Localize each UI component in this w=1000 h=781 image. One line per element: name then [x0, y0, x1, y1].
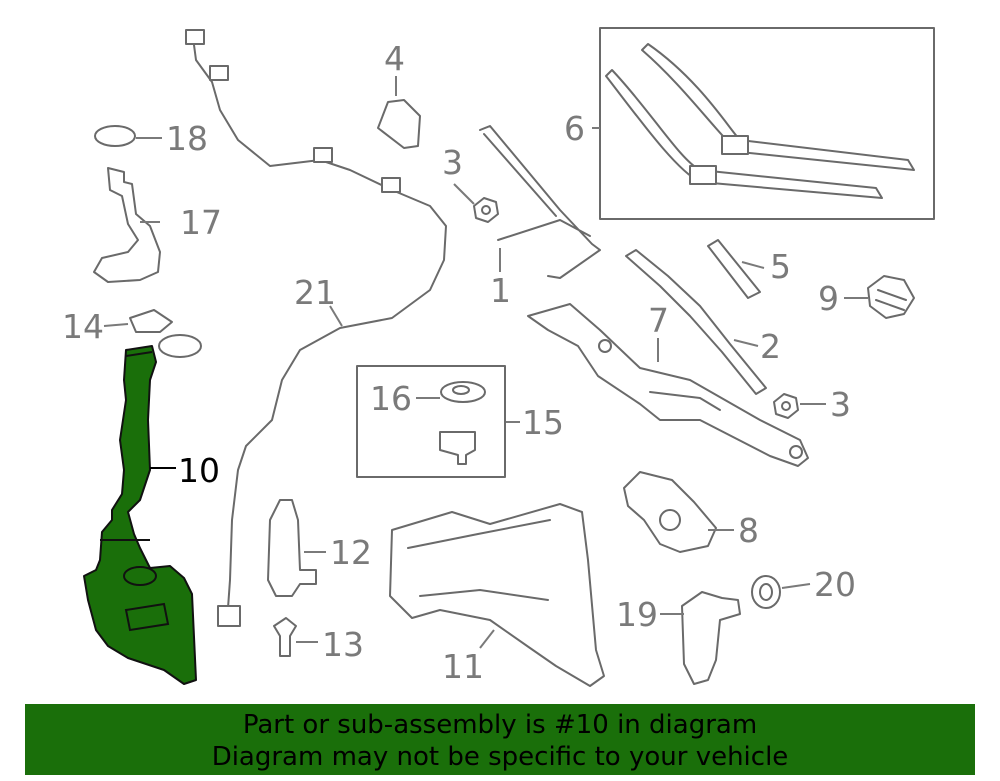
wiper-arm-part-2[interactable]: [625, 249, 767, 395]
arrow-21: [329, 305, 343, 327]
arrow-2: [733, 339, 759, 347]
callout-2: 2: [760, 327, 781, 366]
washer-reservoir-body[interactable]: [83, 345, 197, 685]
callout-15: 15: [522, 403, 564, 442]
linkage-detail: [649, 391, 721, 411]
hose-connector-3: [313, 147, 333, 163]
callout-3-lower: 3: [830, 385, 851, 424]
callout-5: 5: [770, 247, 791, 286]
arrow-5: [741, 261, 765, 269]
callout-21: 21: [294, 273, 336, 312]
nut-hole-lower: [781, 401, 791, 411]
arrow-11: [479, 629, 495, 649]
washer-reservoir-highlighted[interactable]: [83, 345, 197, 685]
hose-connector-1: [185, 29, 205, 45]
wiper-blade-short[interactable]: [605, 69, 883, 199]
parts-diagram: 4 3 1 6 5 9 7 2 3 8 20 19 11 12 13 14 17…: [62, 27, 935, 687]
wiper-blade-long[interactable]: [641, 43, 915, 171]
washer-hose-part[interactable]: [191, 29, 447, 609]
wiper-arm-edge: [483, 133, 557, 217]
pump-body[interactable]: [439, 431, 476, 465]
washer-pump-part[interactable]: [267, 499, 317, 597]
sensor-grommet-hole: [759, 583, 773, 601]
callout-17: 17: [180, 203, 222, 242]
wiper-motor-part[interactable]: [623, 471, 717, 553]
callout-12: 12: [330, 533, 372, 572]
callout-19: 19: [616, 595, 658, 634]
banner-line-2: Diagram may not be specific to your vehi…: [211, 742, 789, 772]
wiper-linkage-part[interactable]: [527, 303, 809, 467]
pump-kit-group[interactable]: [356, 365, 506, 478]
callout-labels: 4 3 1 6 5 9 7 2 3 8 20 19 11 12 13 14 17…: [62, 39, 856, 686]
callout-13: 13: [322, 625, 364, 664]
nut-part-upper[interactable]: [473, 197, 499, 223]
level-sensor-part[interactable]: [681, 591, 741, 685]
filler-cap-part[interactable]: [129, 309, 173, 333]
reservoir-pump-port: [123, 566, 157, 586]
wiper-blade-clip-2: [689, 165, 717, 185]
callout-14: 14: [62, 307, 104, 346]
callout-18: 18: [166, 119, 208, 158]
wiper-blade-box: [599, 27, 935, 220]
arrow-20: [781, 583, 811, 589]
grommet-part[interactable]: [273, 617, 297, 657]
callout-10: 10: [178, 451, 220, 490]
pump-kit-box: [356, 365, 506, 478]
callout-7: 7: [648, 301, 669, 340]
leader-arrows: [103, 76, 868, 649]
hose-connector-2: [209, 65, 229, 81]
hose-connector-end: [217, 605, 241, 627]
reservoir-shield-part[interactable]: [389, 503, 605, 687]
wiper-motor-shaft: [659, 509, 681, 531]
filler-ring-part[interactable]: [158, 334, 202, 358]
arrow-3a: [453, 183, 475, 205]
seal-part[interactable]: [707, 239, 761, 299]
linkage-pivot-1: [598, 339, 612, 353]
wiper-switch-part[interactable]: [867, 275, 915, 319]
reservoir-bracket-part[interactable]: [93, 167, 161, 283]
callout-1: 1: [490, 271, 511, 310]
callout-3-upper: 3: [442, 143, 463, 182]
reservoir-neck-rim: [125, 351, 153, 357]
wiper-blade-clip: [721, 135, 749, 155]
wiper-arm-part[interactable]: [479, 125, 601, 279]
arrow-14: [103, 323, 129, 327]
info-banner: Part or sub-assembly is #10 in diagram D…: [25, 704, 975, 775]
callout-4: 4: [384, 39, 405, 78]
sensor-grommet-part[interactable]: [751, 575, 781, 609]
plug-part[interactable]: [94, 125, 136, 147]
nut-part-lower[interactable]: [773, 393, 799, 419]
nut-hole-upper: [481, 205, 491, 215]
reservoir-shield-ribs: [407, 519, 551, 601]
callout-6: 6: [564, 109, 585, 148]
wiper-switch-ribs: [875, 289, 907, 311]
callout-11: 11: [442, 647, 484, 686]
reservoir-mount: [124, 602, 170, 632]
linkage-pivot-2: [789, 445, 803, 459]
hose-connector-4: [381, 177, 401, 193]
callout-9: 9: [818, 279, 839, 318]
wiper-blade-set-group[interactable]: [599, 27, 935, 220]
cowl-cap-part[interactable]: [377, 99, 421, 149]
banner-line-1: Part or sub-assembly is #10 in diagram: [242, 710, 758, 740]
callout-20: 20: [814, 565, 856, 604]
callout-8: 8: [738, 511, 759, 550]
callout-16: 16: [370, 379, 412, 418]
pump-grommet-hole: [452, 385, 470, 395]
